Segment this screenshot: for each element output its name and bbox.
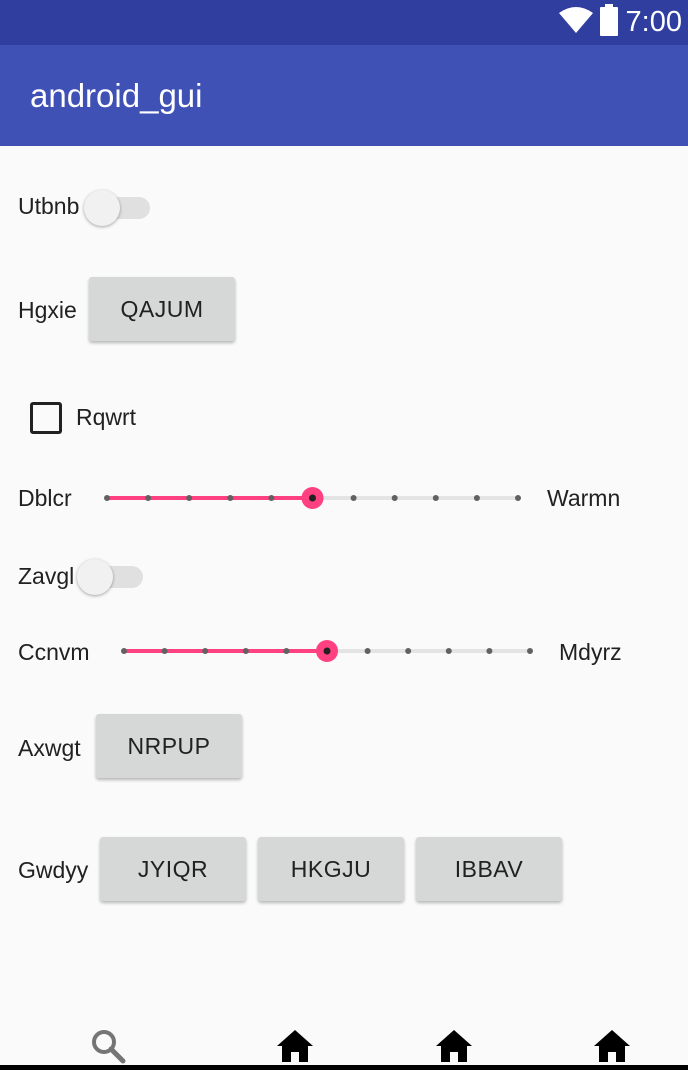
seekbar-tick [242, 648, 249, 654]
seekbar-tick [432, 495, 439, 501]
seekbar-tick [202, 648, 209, 654]
seekbar-tick [473, 495, 480, 501]
switch-utbnb-label: Utbnb [18, 193, 80, 219]
switch-utbnb[interactable] [84, 188, 152, 226]
seekbar-tick [145, 495, 152, 501]
ibbav-button[interactable]: IBBAV [416, 837, 562, 901]
button-row-hgxie-label: Hgxie [18, 297, 77, 323]
nrpup-button[interactable]: NRPUP [96, 714, 242, 778]
seekbar-tick [161, 648, 168, 654]
wifi-icon [558, 6, 594, 39]
seekbar-ccnvm-left-label: Ccnvm [18, 639, 90, 665]
seekbar-tick [186, 495, 193, 501]
seekbar-tick [121, 648, 127, 654]
seekbar-ccnvm-right-label: Mdyrz [559, 639, 622, 665]
bottom-navigation [0, 1010, 688, 1070]
home-icon[interactable] [436, 1028, 472, 1069]
seekbar-tick [527, 648, 533, 654]
seekbar-thumb-center [309, 494, 316, 502]
search-icon[interactable] [90, 1028, 126, 1069]
seekbar-dblcr-left-label: Dblcr [18, 485, 72, 511]
seekbar-tick [486, 648, 493, 654]
hkgju-button[interactable]: HKGJU [258, 837, 404, 901]
rqwrt-checkbox-label[interactable]: Rqwrt [76, 404, 137, 430]
seekbar-tick [350, 495, 357, 501]
seekbar-tick [515, 495, 521, 501]
seekbar-tick [283, 648, 290, 654]
switch-thumb [84, 190, 120, 226]
seekbar-thumb-center [323, 647, 331, 655]
nav-bar-edge [0, 1065, 688, 1070]
battery-icon [599, 4, 618, 41]
seekbar-tick [104, 495, 110, 501]
seekbar-dblcr-right-label: Warmn [547, 485, 621, 511]
status-time: 7:00 [625, 6, 682, 38]
app-title: android_gui [30, 77, 203, 114]
seekbar-tick [268, 495, 275, 501]
seekbar-tick [227, 495, 234, 501]
seekbar-tick [391, 495, 398, 501]
button-row-gwdyy-label: Gwdyy [18, 857, 89, 883]
status-icons: 7:00 [558, 0, 682, 45]
status-bar: 7:00 [0, 0, 688, 45]
home-icon[interactable] [277, 1028, 313, 1069]
button-row-axwgt-label: Axwgt [18, 735, 81, 761]
switch-zavgl[interactable] [77, 557, 145, 595]
switch-thumb [77, 559, 113, 595]
jyiqr-button[interactable]: JYIQR [100, 837, 246, 901]
switch-zavgl-label: Zavgl [18, 563, 75, 589]
home-icon[interactable] [594, 1028, 630, 1069]
rqwrt-checkbox[interactable] [30, 402, 62, 434]
seekbar-tick [364, 648, 371, 654]
app-bar: android_gui [0, 45, 688, 146]
seekbar-tick [445, 648, 452, 654]
seekbar-tick [405, 648, 412, 654]
qajum-button[interactable]: QAJUM [89, 277, 235, 341]
